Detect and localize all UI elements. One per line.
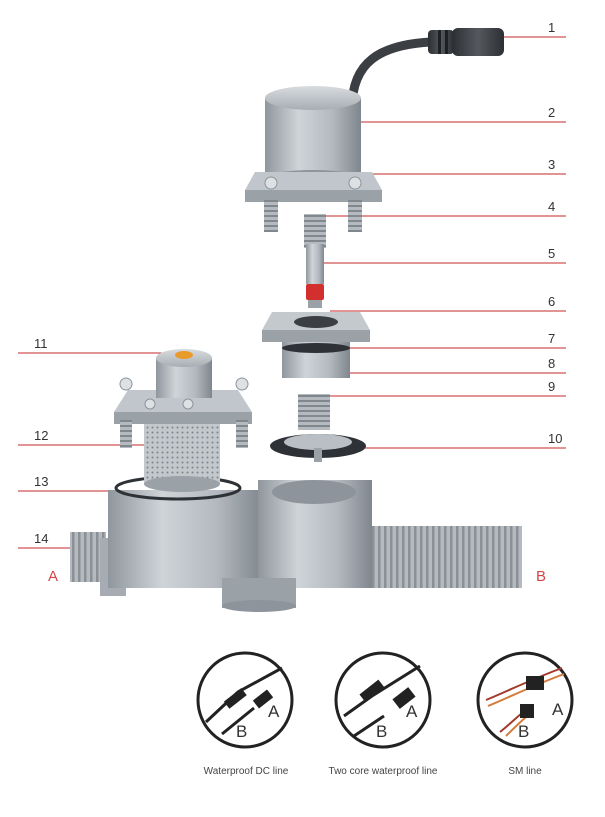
callout-number-13: 13 bbox=[34, 474, 49, 489]
coil-flange-part bbox=[245, 172, 382, 232]
callout-number-3: 3 bbox=[548, 157, 556, 172]
callout-number-9: 9 bbox=[548, 379, 556, 394]
connector-2-end-b: B bbox=[376, 722, 388, 741]
callout-number-2: 2 bbox=[548, 105, 556, 120]
port-label-a: A bbox=[48, 568, 59, 585]
connector-3-end-a: A bbox=[552, 700, 564, 719]
connector-detail-circles bbox=[196, 651, 574, 749]
cable-connector-part bbox=[347, 28, 504, 113]
callout-number-4: 4 bbox=[548, 199, 556, 214]
port-label-b: B bbox=[536, 568, 547, 585]
callout-number-1: 1 bbox=[548, 20, 556, 35]
callout-number-12: 12 bbox=[34, 428, 49, 443]
callout-number-14: 14 bbox=[34, 531, 49, 546]
large-spring-part bbox=[298, 394, 330, 430]
callout-number-10: 10 bbox=[548, 431, 563, 446]
plunger-part bbox=[306, 244, 324, 308]
callout-number-8: 8 bbox=[548, 356, 556, 371]
valve-body-part bbox=[70, 349, 522, 612]
connector-3-caption: SM line bbox=[508, 766, 542, 777]
diaphragm-part bbox=[270, 434, 366, 462]
connector-2-end-a: A bbox=[406, 702, 418, 721]
connector-1-end-b: B bbox=[236, 722, 248, 741]
connector-1-end-a: A bbox=[268, 702, 280, 721]
small-spring-part bbox=[304, 214, 326, 248]
connector-3-end-b: B bbox=[518, 722, 530, 741]
callout-number-6: 6 bbox=[548, 294, 556, 309]
connector-1-caption: Waterproof DC line bbox=[203, 766, 289, 777]
connector-2-caption: Two core waterproof line bbox=[328, 766, 438, 777]
callout-number-7: 7 bbox=[548, 331, 556, 346]
callout-number-11: 11 bbox=[34, 336, 48, 351]
seal-plate-part bbox=[262, 312, 370, 378]
callout-number-5: 5 bbox=[548, 246, 556, 261]
coil-housing-part bbox=[265, 86, 361, 186]
